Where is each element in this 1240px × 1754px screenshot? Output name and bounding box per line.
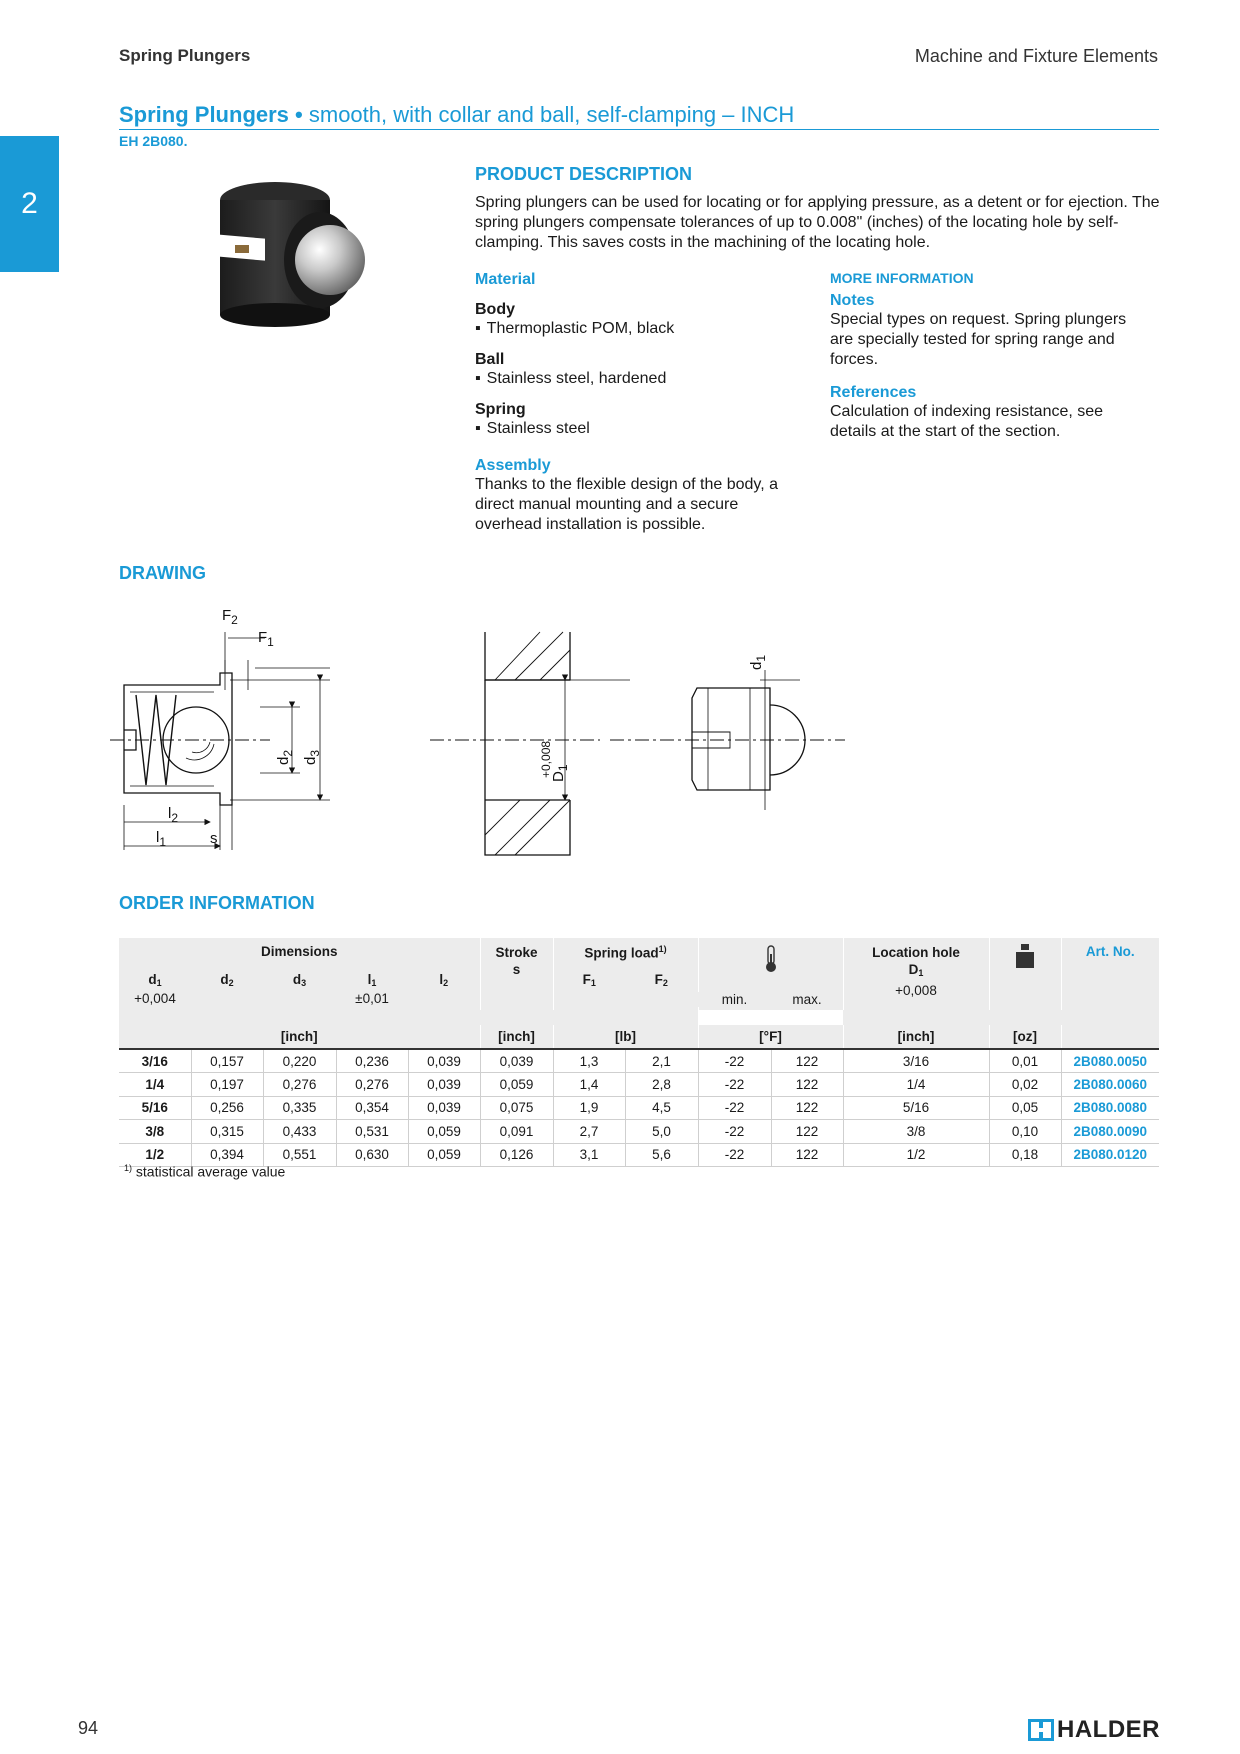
notes-text: Special types on request. Spring plunger… xyxy=(830,311,1127,368)
art-no-link[interactable]: 2B080.0090 xyxy=(1060,1119,1159,1144)
th-unit-location: [inch] xyxy=(842,1025,989,1049)
more-info-section: MORE INFORMATION Notes Special types on … xyxy=(830,270,1150,442)
brand-logo: HALDER xyxy=(1028,1716,1160,1744)
art-no-link[interactable]: 2B080.0060 xyxy=(1060,1072,1159,1097)
drawing-heading: DRAWING xyxy=(119,563,206,583)
label-d2: d2 xyxy=(275,750,295,765)
material-spring-label: Spring xyxy=(475,401,526,418)
title-sub: smooth, with collar and ball, self-clamp… xyxy=(308,102,795,127)
th-art-no: Art. No. xyxy=(1060,938,1159,1010)
th-weight xyxy=(988,938,1061,1010)
th-l1: l1±0,01 xyxy=(336,966,408,1010)
th-spring-load: Spring load1) xyxy=(552,938,698,966)
assembly-text: Thanks to the flexible design of the bod… xyxy=(475,476,779,533)
material-ball-value: Stainless steel, hardened xyxy=(475,369,815,389)
th-max: max. xyxy=(771,992,843,1007)
title-rule xyxy=(119,129,1159,130)
product-description-heading: PRODUCT DESCRIPTION xyxy=(475,164,693,184)
th-F1: F1 xyxy=(552,966,625,1010)
art-no-link[interactable]: 2B080.0120 xyxy=(1060,1143,1159,1167)
art-no-link[interactable]: 2B080.0050 xyxy=(1060,1049,1159,1074)
th-unit-load: [lb] xyxy=(552,1025,698,1049)
label-l2: l2 xyxy=(168,805,178,825)
brand-name: HALDER xyxy=(1057,1716,1160,1743)
running-header-section: Spring Plungers xyxy=(119,46,251,65)
product-photo xyxy=(205,182,365,327)
label-d1: d1 xyxy=(748,655,768,670)
th-min: min. xyxy=(698,992,771,1007)
page-title: Spring Plungers • smooth, with collar an… xyxy=(119,102,794,128)
references-heading: References xyxy=(830,384,917,401)
label-D1: D1 xyxy=(550,764,570,782)
th-dimensions: Dimensions xyxy=(119,938,480,966)
order-info-heading: ORDER INFORMATION xyxy=(119,893,315,913)
location-hole-view xyxy=(430,631,630,856)
th-d2: d2 xyxy=(191,966,263,1010)
label-s: s xyxy=(210,830,218,847)
label-F1: F1 xyxy=(258,629,274,649)
th-d1: d1+0,004 xyxy=(119,966,191,1010)
th-unit-dimensions: [inch] xyxy=(119,1025,480,1049)
title-separator: • xyxy=(295,102,303,127)
halder-logo-icon xyxy=(1028,1719,1054,1741)
label-F2: F2 xyxy=(222,607,238,627)
th-F2: F2 xyxy=(625,966,698,1010)
material-body-value: Thermoplastic POM, black xyxy=(475,319,815,339)
product-description-text: Spring plungers can be used for locating… xyxy=(475,194,1160,251)
table-footnote: 1) statistical average value xyxy=(124,1163,286,1180)
running-header-catalog: Machine and Fixture Elements xyxy=(914,46,1158,66)
label-D1-tol: +0,008 xyxy=(539,741,553,778)
material-section: Material Body Thermoplastic POM, black B… xyxy=(475,271,815,535)
label-d3: d3 xyxy=(302,750,322,765)
material-ball-label: Ball xyxy=(475,351,505,368)
art-no-link[interactable]: 2B080.0080 xyxy=(1060,1096,1159,1121)
weight-icon xyxy=(1016,944,1034,968)
product-code: EH 2B080. xyxy=(119,133,188,149)
thermometer-icon xyxy=(765,945,776,972)
side-view xyxy=(610,670,845,810)
material-spring-value: Stainless steel xyxy=(475,419,815,439)
page-number: 94 xyxy=(78,1718,99,1738)
title-main: Spring Plungers xyxy=(119,102,289,127)
more-info-heading: MORE INFORMATION xyxy=(830,270,974,286)
th-unit-temp: [°F] xyxy=(697,1025,843,1049)
chapter-tab[interactable]: 2 xyxy=(0,136,59,272)
technical-drawing: F2 F1 d2 d3 l2 l1 s D1 +0,008 d1 xyxy=(110,607,845,856)
th-unit-stroke: [inch] xyxy=(479,1025,553,1049)
section-view xyxy=(110,632,330,850)
label-l1: l1 xyxy=(156,829,166,849)
material-body-label: Body xyxy=(475,301,515,318)
th-l2: l2 xyxy=(408,966,480,1010)
th-unit-weight: [oz] xyxy=(988,1025,1061,1049)
notes-heading: Notes xyxy=(830,292,875,309)
material-heading: Material xyxy=(475,271,536,288)
references-text: Calculation of indexing resistance, see … xyxy=(830,403,1104,440)
th-d3: d3 xyxy=(263,966,336,1010)
assembly-heading: Assembly xyxy=(475,457,551,474)
